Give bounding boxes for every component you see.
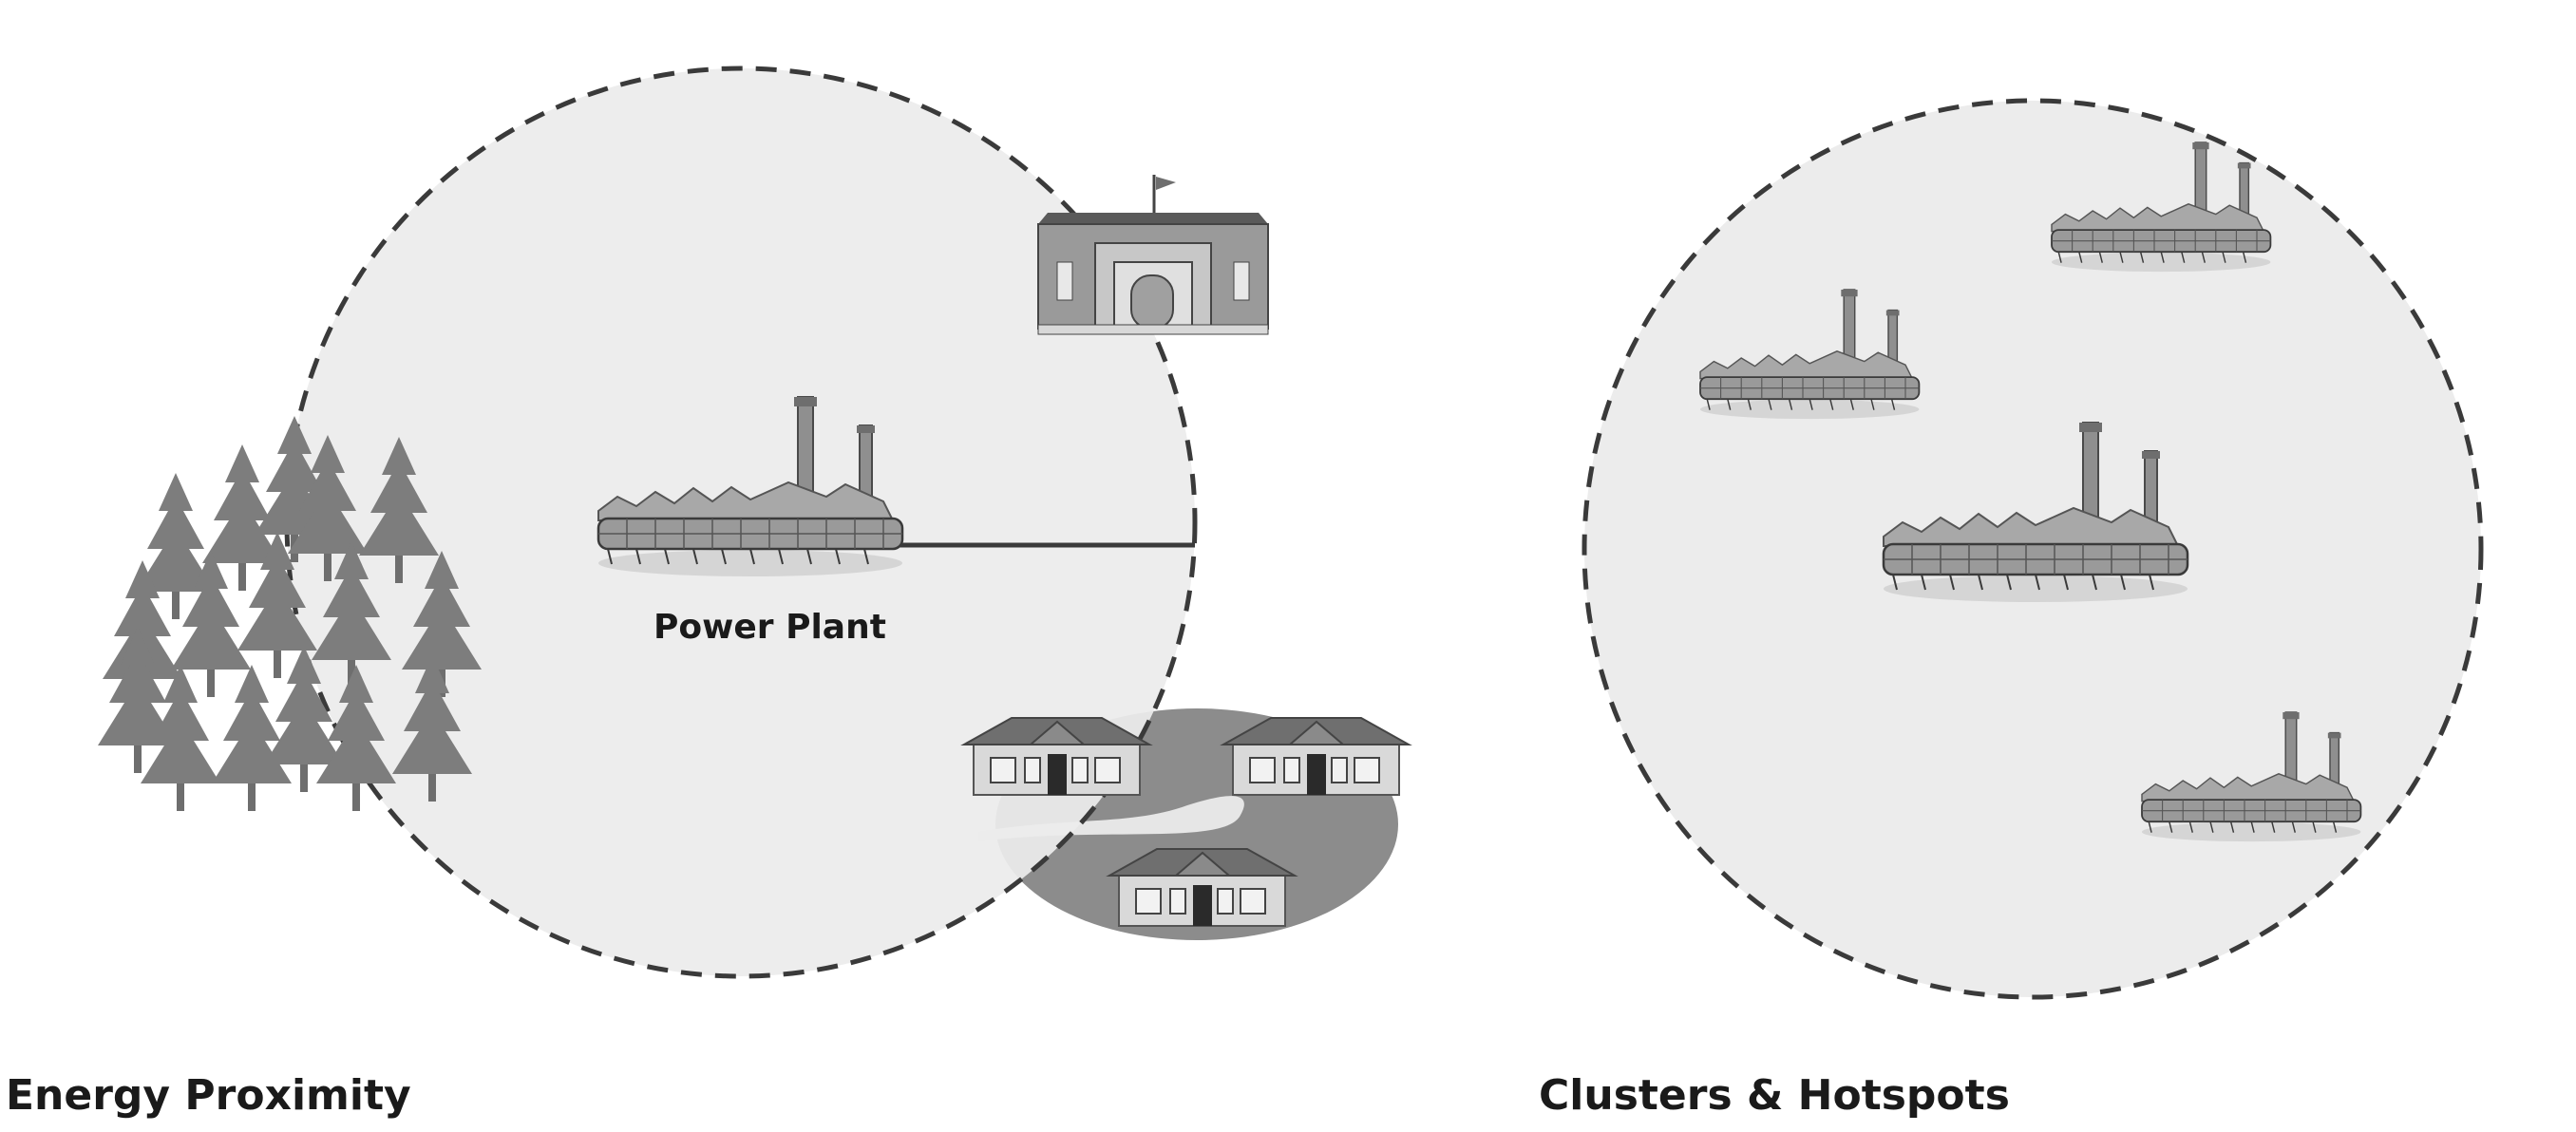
energy-proximity-caption: Energy Proximity xyxy=(6,1071,411,1120)
clusters-hotspots-caption: Clusters & Hotspots xyxy=(1539,1071,2010,1120)
power-plant-label: Power Plant xyxy=(653,608,886,647)
clusters-hotspots-panel xyxy=(1582,98,2484,1000)
energy-proximity-panel xyxy=(98,66,1410,979)
government-building-icon xyxy=(1037,175,1269,335)
house-icon xyxy=(963,717,1150,796)
house-icon xyxy=(1108,848,1296,927)
house-icon xyxy=(1222,717,1410,796)
